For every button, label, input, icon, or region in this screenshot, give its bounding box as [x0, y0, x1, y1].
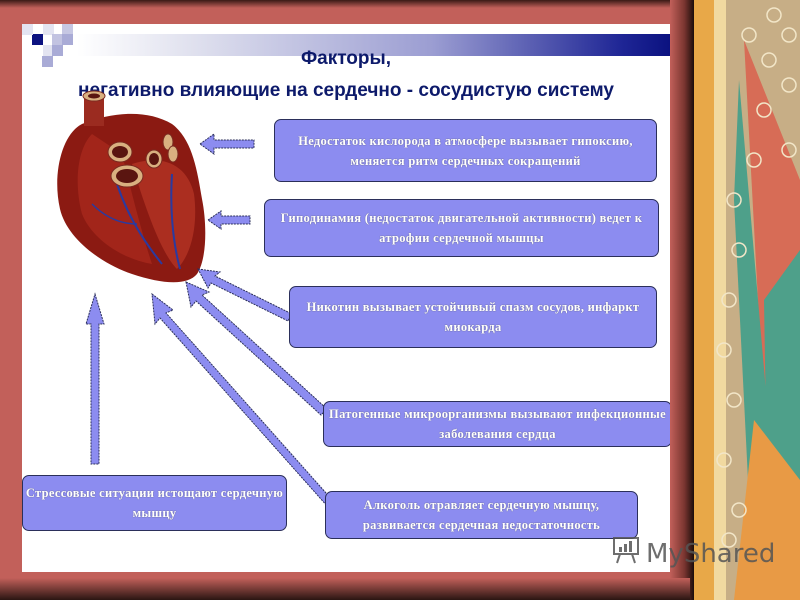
frame-top-shadow — [0, 0, 690, 8]
title-gradient-bar — [77, 34, 670, 56]
arrow-alcohol — [151, 292, 335, 508]
factor-box-stress: Стрессовые ситуации истощают сердечную м… — [22, 475, 287, 531]
decorative-side-panel — [694, 0, 800, 600]
factor-box-alcohol: Алкоголь отравляет сердечную мышцу, разв… — [325, 491, 638, 539]
arrow-hypodynamia — [207, 210, 251, 230]
slide: Факторы, негативно влияющие на сердечно … — [22, 24, 670, 572]
presentation-chart-icon — [610, 535, 642, 572]
arrow-pathogens — [185, 281, 328, 416]
factor-box-oxygen: Недостаток кислорода в атмосфере вызывае… — [274, 119, 657, 182]
factor-box-hypodynamia: Гиподинамия (недостаток двигательной акт… — [264, 199, 659, 257]
watermark-text: MyShared — [646, 538, 776, 569]
decorative-pattern — [694, 0, 800, 600]
frame-right-shadow — [670, 0, 694, 600]
frame-bottom-shadow — [0, 578, 690, 600]
slide-subtitle: негативно влияющие на сердечно - сосудис… — [78, 80, 614, 101]
heart-illustration — [57, 90, 206, 283]
diagram-graphics — [57, 90, 335, 508]
factor-box-nicotine: Никотин вызывает устойчивый спазм сосудо… — [289, 286, 657, 348]
arrow-oxygen — [199, 133, 255, 155]
arrow-stress — [85, 292, 105, 465]
factor-box-pathogens: Патогенные микроорганизмы вызывают инфек… — [323, 401, 670, 447]
slide-title: Факторы, — [300, 48, 392, 69]
watermark: MyShared — [610, 535, 775, 572]
